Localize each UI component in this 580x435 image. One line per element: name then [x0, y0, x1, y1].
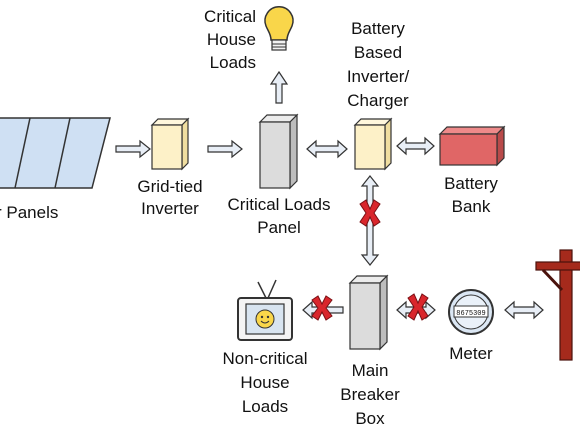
x-mark-icon — [311, 295, 333, 321]
non-critical-loads-label-3: Loads — [242, 397, 288, 416]
grid-tied-inverter-label-2: Inverter — [141, 199, 199, 218]
arrow-panel-battery-inverter — [306, 139, 348, 159]
arrow-panel-to-critical-loads — [269, 70, 289, 104]
arrow-inverter-breaker — [360, 175, 380, 266]
main-breaker-label-3: Box — [355, 409, 385, 428]
meter-label: Meter — [449, 344, 493, 363]
critical-loads-panel-box — [258, 113, 299, 190]
meter-reading: 8675309 — [456, 310, 485, 318]
lightbulb-icon — [264, 6, 294, 51]
solar-panels — [0, 117, 111, 189]
arrow-inverter-to-panel — [207, 139, 243, 159]
non-critical-loads-label-2: House — [240, 373, 289, 392]
battery-inverter-box — [353, 117, 393, 171]
utility-pole-icon — [535, 249, 580, 361]
arrow-solar-to-inverter — [115, 139, 151, 159]
arrow-meter-pole — [504, 300, 544, 320]
battery-bank-label-2: Bank — [452, 197, 491, 216]
non-critical-loads-label-1: Non-critical — [222, 349, 307, 368]
battery-inverter-label-4: Charger — [347, 91, 409, 110]
main-breaker-label-2: Breaker — [340, 385, 400, 404]
battery-inverter-label-2: Based — [354, 43, 402, 62]
critical-loads-panel-label-1: Critical Loads — [228, 195, 331, 214]
grid-tied-inverter-box — [150, 117, 190, 171]
critical-house-loads-label-3: Loads — [210, 53, 256, 72]
critical-house-loads-label-2: House — [207, 30, 256, 49]
critical-loads-panel-label-2: Panel — [257, 218, 300, 237]
battery-bank-box — [438, 125, 506, 167]
critical-house-loads-label-1: Critical — [204, 7, 256, 26]
grid-tied-inverter-label-1: Grid-tied — [137, 177, 202, 196]
battery-inverter-label-3: Inverter/ — [347, 67, 410, 86]
television-icon — [237, 279, 293, 341]
battery-bank-label-1: Battery — [444, 174, 498, 193]
solar-panels-label: r Panels — [0, 203, 58, 222]
arrow-inverter-battery-bank — [396, 136, 435, 156]
main-breaker-label-1: Main — [352, 361, 389, 380]
electric-meter-icon — [448, 289, 494, 335]
main-breaker-box — [348, 274, 389, 351]
battery-inverter-label-1: Battery — [351, 19, 405, 38]
x-mark-icon — [407, 293, 429, 321]
x-mark-icon — [359, 199, 381, 227]
